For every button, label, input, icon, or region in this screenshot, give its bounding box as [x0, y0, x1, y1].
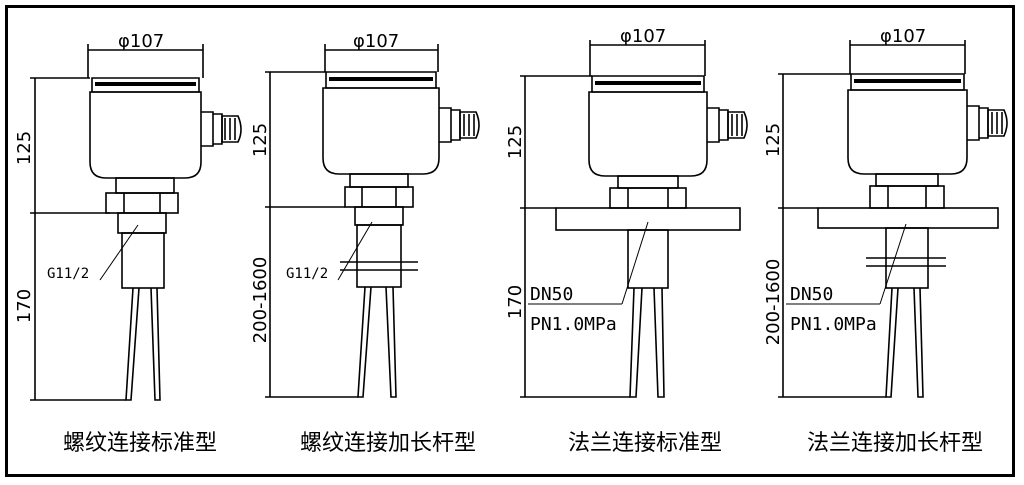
- body-height-label: 200-1600: [250, 257, 271, 344]
- caption-thread-standard: 螺纹连接标准型: [62, 431, 217, 456]
- variant-thread-extended: φ107 125 200-1600 G11/2: [250, 31, 480, 398]
- pressure-note: PN1.0MPa: [790, 314, 877, 335]
- diameter-label: φ107: [880, 26, 926, 47]
- body-height-label: 200-1600: [763, 259, 784, 346]
- head-height-label: 125: [505, 125, 526, 159]
- diameter-label: φ107: [620, 26, 666, 47]
- caption-thread-extended: 螺纹连接加长杆型: [299, 431, 476, 456]
- head-height-label: 125: [14, 131, 35, 165]
- flange-size-note: DN50: [530, 284, 573, 305]
- variant-flange-standard: φ107 125 170 DN50 PN1.0MPa: [505, 26, 748, 398]
- body-height-label: 170: [14, 289, 35, 323]
- caption-flange-extended: 法兰连接加长杆型: [806, 431, 983, 456]
- pressure-note: PN1.0MPa: [530, 314, 617, 335]
- head-height-label: 125: [250, 123, 271, 157]
- variant-thread-standard: φ107 125 170 G11/2: [14, 31, 242, 401]
- diameter-label: φ107: [118, 31, 164, 52]
- diagram-frame: [5, 5, 1015, 477]
- caption-flange-standard: 法兰连接标准型: [567, 431, 722, 456]
- body-height-label: 170: [505, 285, 526, 319]
- diameter-label: φ107: [353, 31, 399, 52]
- thread-note: G11/2: [47, 266, 89, 282]
- head-height-label: 125: [763, 123, 784, 157]
- variant-flange-extended: φ107 125 200-1600 DN50 PN1.0MPa: [763, 26, 1008, 398]
- flange-size-note: DN50: [790, 284, 833, 305]
- thread-note: G11/2: [286, 266, 328, 282]
